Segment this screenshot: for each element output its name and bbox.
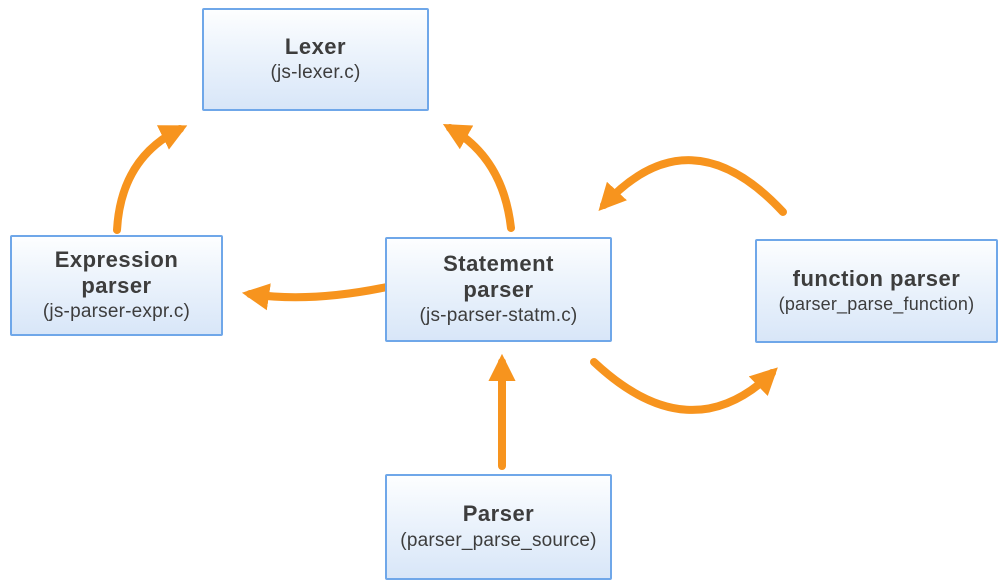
edge-statement-parser-to-lexer	[442, 123, 515, 232]
node-function-parser-subtitle: (parser_parse_function)	[778, 294, 975, 315]
edge-function-parser-to-statement-parser	[598, 156, 787, 216]
node-parser: Parser (parser_parse_source)	[385, 474, 612, 580]
node-lexer: Lexer (js-lexer.c)	[202, 8, 429, 111]
node-function-parser: function parser (parser_parse_function)	[755, 239, 998, 343]
node-statement-parser-title-line: Statement	[443, 251, 554, 277]
node-statement-parser-title-line: parser	[463, 276, 534, 302]
node-statement-parser-subtitle: (js-parser-statm.c)	[419, 304, 578, 326]
node-function-parser-title: function parser	[793, 266, 961, 291]
node-statement-parser-title: Statement parser	[443, 251, 554, 302]
node-expression-parser-title-line: Expression	[54, 247, 179, 273]
node-statement-parser: Statement parser (js-parser-statm.c)	[385, 237, 612, 342]
node-parser-subtitle: (parser_parse_source)	[400, 529, 597, 551]
node-expression-parser: Expression parser (js-parser-expr.c)	[10, 235, 223, 336]
edge-statement-parser-to-expression-parser	[241, 283, 391, 311]
node-lexer-subtitle: (js-lexer.c)	[270, 62, 361, 84]
edge-statement-parser-to-function-parser	[590, 358, 778, 414]
node-parser-title-line: Parser	[462, 501, 535, 527]
node-parser-title: Parser	[463, 501, 535, 526]
node-expression-parser-title: Expression parser	[55, 247, 179, 298]
node-expression-parser-subtitle: (js-parser-expr.c)	[42, 300, 191, 322]
edge-expression-parser-to-lexer	[113, 125, 188, 234]
node-expression-parser-title-line: parser	[81, 272, 152, 298]
node-lexer-title: Lexer	[285, 34, 346, 59]
node-function-parser-title-line: function parser	[792, 266, 961, 292]
node-lexer-title-line: Lexer	[284, 33, 347, 59]
